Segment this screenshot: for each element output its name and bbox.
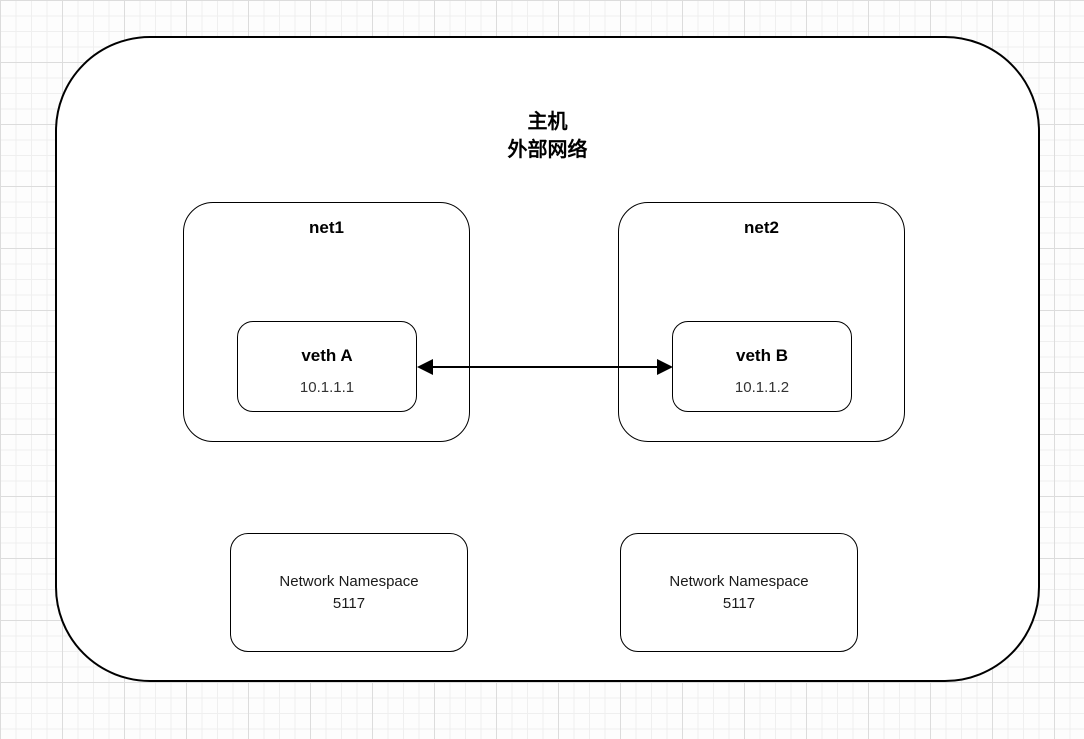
host-title: 主机 外部网络 bbox=[57, 108, 1038, 164]
network-namespace-right-line2: 5117 bbox=[722, 594, 756, 612]
veth-a-ip: 10.1.1.1 bbox=[299, 379, 355, 396]
network-namespace-left-line2: 5117 bbox=[332, 594, 366, 612]
veth-a-box: veth A 10.1.1.1 bbox=[237, 321, 417, 412]
host-title-line2: 外部网络 bbox=[507, 139, 588, 161]
network-namespace-right-line1: Network Namespace bbox=[669, 572, 809, 590]
host-title-line1: 主机 bbox=[527, 111, 568, 133]
net2-label: net2 bbox=[744, 218, 779, 237]
network-namespace-box-right: Network Namespace 5117 bbox=[620, 533, 858, 652]
veth-b-ip: 10.1.1.2 bbox=[734, 379, 790, 396]
veth-b-box: veth B 10.1.1.2 bbox=[672, 321, 852, 412]
veth-a-label: veth A bbox=[301, 346, 353, 365]
net1-label: net1 bbox=[309, 218, 344, 237]
network-namespace-left-line1: Network Namespace bbox=[279, 572, 419, 590]
network-namespace-box-left: Network Namespace 5117 bbox=[230, 533, 468, 652]
arrowhead-right-icon bbox=[657, 359, 673, 375]
arrowhead-left-icon bbox=[417, 359, 433, 375]
veth-pair-arrow bbox=[417, 359, 673, 375]
veth-b-label: veth B bbox=[736, 346, 788, 365]
